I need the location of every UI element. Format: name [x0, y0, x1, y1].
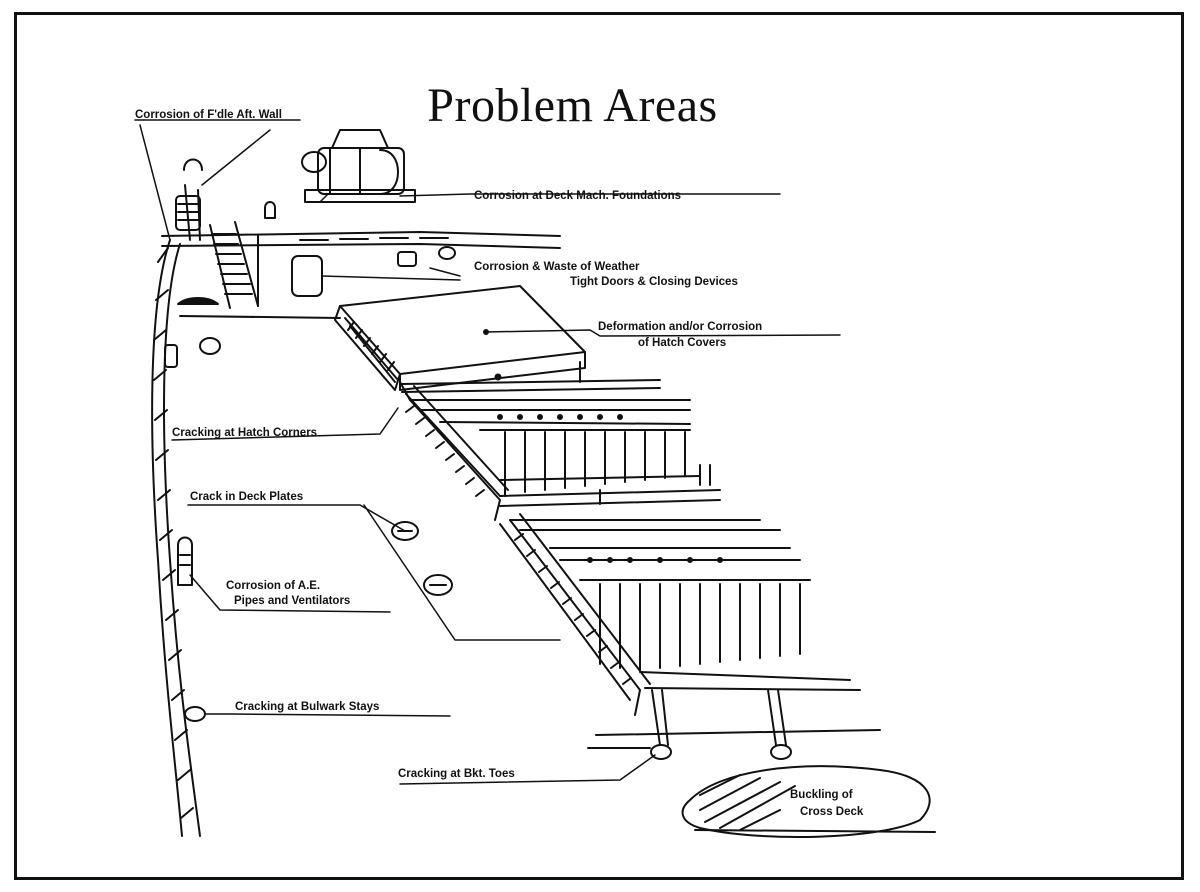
label-bkt-toes: Cracking at Bkt. Toes [398, 768, 515, 780]
label-fidley: Corrosion of F'dle Aft. Wall [135, 109, 282, 121]
label-hatch-covers-2: of Hatch Covers [638, 337, 726, 349]
hatch-2 [399, 381, 721, 521]
label-weather-doors-2: Tight Doors & Closing Devices [570, 276, 738, 288]
hatch-3 [499, 513, 881, 760]
deck-plate-cracks [391, 521, 453, 596]
hull-side [151, 239, 201, 837]
mast-crane [175, 158, 203, 241]
label-bulwark: Cracking at Bulwark Stays [235, 701, 379, 713]
label-cross-deck-2: Cross Deck [800, 806, 864, 818]
label-cross-deck-1: Buckling of [790, 789, 853, 801]
hatch-cover-1 [334, 285, 661, 393]
bulwark-stay [184, 706, 206, 722]
leader-lines [134, 119, 841, 785]
deck-machinery [301, 129, 416, 203]
callout-labels: Corrosion of F'dle Aft. Wall Corrosion a… [135, 109, 864, 818]
cross-deck-buckling [681, 765, 936, 839]
label-ae-pipes-1: Corrosion of A.E. [226, 580, 320, 592]
label-weather-doors-1: Corrosion & Waste of Weather [474, 261, 640, 273]
page-title: Problem Areas [427, 79, 718, 132]
label-deck-plates: Crack in Deck Plates [190, 491, 303, 503]
label-hatch-corners: Cracking at Hatch Corners [172, 427, 317, 439]
weather-tight-door [291, 246, 456, 297]
ae-pipe-ventilator [177, 536, 193, 586]
label-ae-pipes-2: Pipes and Ventilators [234, 595, 350, 607]
ladder [161, 201, 561, 309]
label-hatch-covers-1: Deformation and/or Corrosion [598, 321, 762, 333]
label-deck-mach: Corrosion at Deck Mach. Foundations [474, 190, 681, 202]
